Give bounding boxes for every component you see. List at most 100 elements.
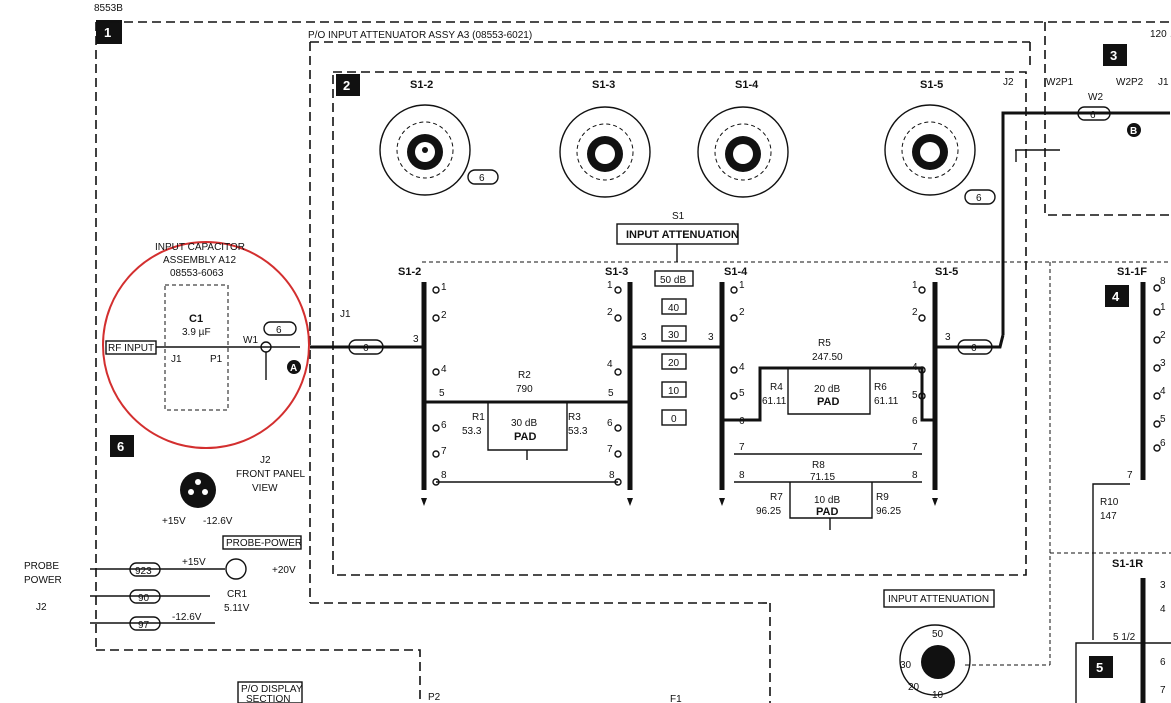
region-3-border <box>1044 22 1171 216</box>
s15-pin2: 2 <box>912 307 918 318</box>
r8-label: R8 <box>812 460 825 471</box>
w2-label: W2 <box>1088 92 1103 103</box>
pad10-shunt <box>789 482 873 519</box>
j2-signal-path <box>1001 111 1170 335</box>
s12-pin2: 2 <box>441 310 447 321</box>
r7-value: 96.25 <box>756 506 781 517</box>
r2-value: 790 <box>516 384 533 395</box>
w97-code: 97 <box>138 620 150 631</box>
s11f-pin8: 8 <box>1160 276 1166 287</box>
s14-pin8: 8 <box>739 470 745 481</box>
region-5-box <box>1089 656 1113 678</box>
region-3-label: 3 <box>1110 48 1117 63</box>
s12-pin6: 6 <box>441 420 447 431</box>
r10-label: R10 <box>1100 497 1119 508</box>
s15-wire-code: 6 <box>971 343 977 354</box>
s12-pin3: 3 <box>413 334 419 345</box>
wafer-view-s1-3: S1-3 <box>559 79 651 198</box>
s12-pin7: 7 <box>441 446 447 457</box>
wafer-s1-2-wire-tag <box>467 169 499 185</box>
w1-wire-tag <box>263 321 297 336</box>
knob-dial-50: 50 <box>932 629 944 640</box>
highlight-circle <box>102 241 310 449</box>
j1-region3-label: J1 <box>1158 77 1169 88</box>
knob-dial-30: 30 <box>900 660 912 671</box>
wafer-s1-5-wire-code: 6 <box>976 193 982 204</box>
w2-wire-tag <box>1077 106 1111 121</box>
deck-s1-2-label: S1-2 <box>398 266 421 278</box>
deck-s1-5-contacts: 1 2 3 4 5 6 7 8 <box>912 280 951 481</box>
display-section-line2: SECTION <box>246 694 290 703</box>
s12-pin1: 1 <box>441 282 447 293</box>
s11r-pin3: 3 <box>1160 580 1166 591</box>
s11f-pin4: 4 <box>1160 386 1166 397</box>
power-label: POWER <box>24 575 62 586</box>
c1-value: 3.9 µF <box>182 327 211 338</box>
knob-dial-20: 20 <box>908 682 920 693</box>
s15-pin5: 5 <box>912 390 918 401</box>
s11r-pin512: 5 1/2 <box>1113 632 1136 643</box>
cr1-label: CR1 <box>227 589 247 600</box>
r1-value: 53.3 <box>462 426 482 437</box>
knob-dial-10: 10 <box>932 690 944 701</box>
marker-a-circle <box>287 360 301 374</box>
pad20-pad-label: PAD <box>817 396 839 408</box>
p2-label: P2 <box>428 692 441 703</box>
model-number: 8553B <box>94 3 123 14</box>
region-4-box <box>1105 285 1129 307</box>
deck-arrows <box>421 498 938 506</box>
attenuation-steps: 50 dB 40 30 20 10 0 <box>654 270 694 426</box>
display-section-line1: P/O DISPLAY <box>241 684 303 695</box>
cr1-voltage: 5.11V <box>224 603 250 614</box>
r4-value: 61.11 <box>762 396 787 407</box>
marker-a: A <box>290 363 297 374</box>
w923-tag <box>129 562 161 577</box>
s11f-pin1: 1 <box>1160 302 1166 313</box>
knob-label: INPUT ATTENUATION <box>888 594 989 605</box>
s15-pin7: 7 <box>912 442 918 453</box>
s12-pin8: 8 <box>441 470 447 481</box>
deck-s1-2-contacts: 1 2 3 4 5 6 7 8 <box>413 282 447 486</box>
r2-label: R2 <box>518 370 531 381</box>
front-panel-line1: FRONT PANEL <box>236 469 306 480</box>
s11f-pin6: 6 <box>1160 438 1166 449</box>
w97-tag <box>129 616 161 631</box>
s15-pin6: 6 <box>912 416 918 427</box>
region-5-label: 5 <box>1096 660 1103 675</box>
wafer-s1-2-label: S1-2 <box>410 79 433 91</box>
s13-pin4: 4 <box>607 359 613 370</box>
step-50db: 50 dB <box>660 275 686 286</box>
r5-value: 247.50 <box>812 352 843 363</box>
attenuation-knob <box>899 624 971 696</box>
a3-assembly-label: P/O INPUT ATTENUATOR ASSY A3 (08553-6021… <box>308 30 532 41</box>
r9-label: R9 <box>876 492 889 503</box>
w1-label: W1 <box>243 335 258 346</box>
wafer-s1-2-wire-code: 6 <box>479 173 485 184</box>
wafer-s1-3-label: S1-3 <box>592 79 615 91</box>
r7-label: R7 <box>770 492 783 503</box>
rf-input-label: RF INPUT <box>108 343 154 354</box>
s15-pin8: 8 <box>912 470 918 481</box>
pad30-label: 30 dB <box>511 418 537 429</box>
region-4-label: 4 <box>1112 289 1120 304</box>
deck-s1-1f-contacts: 8 1 2 3 4 5 6 7 <box>1127 276 1166 481</box>
r4-label: R4 <box>770 382 783 393</box>
j2-top-label: J2 <box>1003 77 1014 88</box>
r8-value: 71.15 <box>810 472 835 483</box>
input-cap-line1: INPUT CAPACITOR <box>155 242 245 253</box>
s13-pin1: 1 <box>607 280 613 291</box>
pad10-pad-label: PAD <box>816 506 838 518</box>
f1-label: F1 <box>670 694 682 703</box>
deck-s1-1r-label: S1-1R <box>1112 558 1143 570</box>
s15-wire-tag <box>957 339 993 355</box>
front-panel-line2: VIEW <box>252 483 278 494</box>
r3-value: 53.3 <box>568 426 588 437</box>
input-attenuation-title: INPUT ATTENUATION <box>626 229 739 241</box>
r6-label: R6 <box>874 382 887 393</box>
display-section-box <box>237 681 303 703</box>
front-panel-j2: J2 <box>260 455 271 466</box>
s14-pin7: 7 <box>739 442 745 453</box>
s11f-pin7: 7 <box>1127 470 1133 481</box>
front-panel-126v: -12.6V <box>203 516 233 527</box>
